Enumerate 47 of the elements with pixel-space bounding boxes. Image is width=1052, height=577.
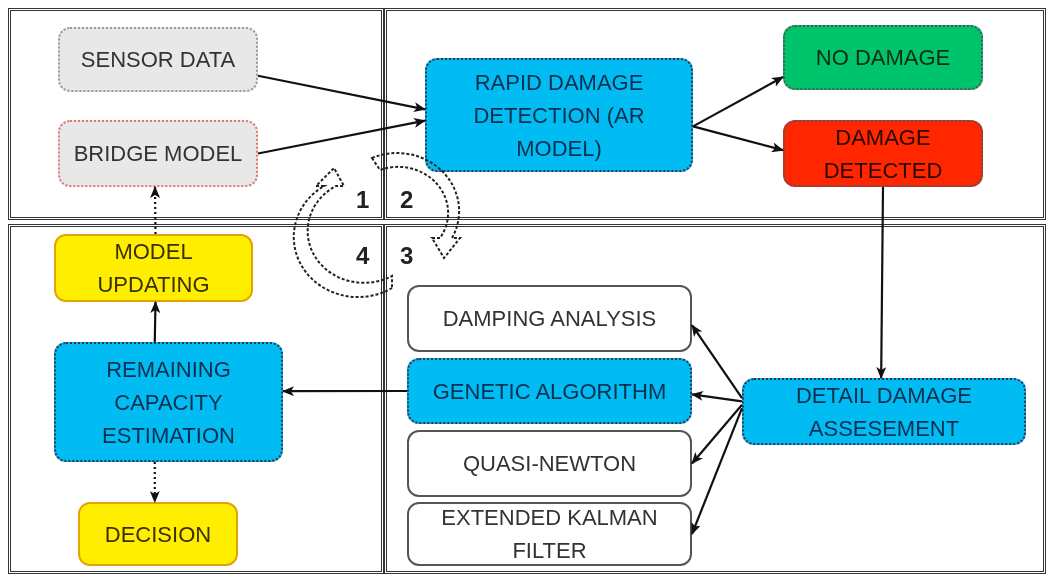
outcome-box — [783, 120, 983, 187]
box-label: SENSOR DATA — [79, 46, 237, 74]
box-label: BRIDGE MODEL — [72, 140, 244, 168]
panel-frame — [384, 224, 1046, 574]
process-box — [54, 342, 283, 462]
arrow — [282, 386, 407, 397]
box-label: DAMAGE DETECTED — [822, 123, 944, 185]
box-label: EXTENDED KALMAN FILTER — [440, 504, 659, 565]
process-box — [58, 27, 258, 92]
arrow — [691, 390, 743, 403]
box-label: GENETIC ALGORITHM — [431, 377, 668, 406]
arrow — [150, 186, 161, 234]
process-box — [58, 120, 258, 187]
arrow — [150, 301, 161, 342]
arrow — [257, 117, 426, 155]
box-label: NO DAMAGE — [814, 44, 952, 72]
process-box — [742, 378, 1026, 445]
panel-frame — [384, 8, 1046, 220]
process-box — [78, 502, 238, 566]
method-box — [407, 285, 692, 352]
method-box — [407, 502, 692, 566]
box-label: DETAIL DAMAGE ASSESEMENT — [794, 381, 973, 443]
arrow — [692, 76, 784, 128]
box-label: DAMPING ANALYSIS — [441, 305, 658, 333]
panel-frame — [8, 224, 384, 574]
outcome-box — [783, 25, 983, 90]
step-number: 3 — [400, 244, 414, 268]
arrow — [690, 407, 744, 535]
arrow — [692, 125, 784, 153]
box-label: DECISION — [103, 520, 213, 549]
arrow — [149, 462, 160, 503]
box-label: REMAINING CAPACITY ESTIMATION — [101, 355, 236, 450]
box-label: RAPID DAMAGE DETECTION (AR MODEL) — [472, 68, 646, 163]
arrow — [691, 404, 743, 465]
step-number: 2 — [400, 188, 414, 212]
panel-frame — [8, 8, 384, 220]
arrow — [691, 324, 743, 399]
method-box — [407, 430, 692, 497]
arrow — [876, 187, 887, 379]
arrow — [257, 74, 426, 113]
step-number: 1 — [356, 188, 370, 212]
process-box — [54, 234, 253, 302]
box-label: MODEL UPDATING — [96, 238, 211, 299]
step-number: 4 — [356, 244, 370, 268]
process-box — [425, 58, 693, 172]
process-box — [407, 358, 692, 424]
box-label: QUASI-NEWTON — [461, 450, 638, 478]
